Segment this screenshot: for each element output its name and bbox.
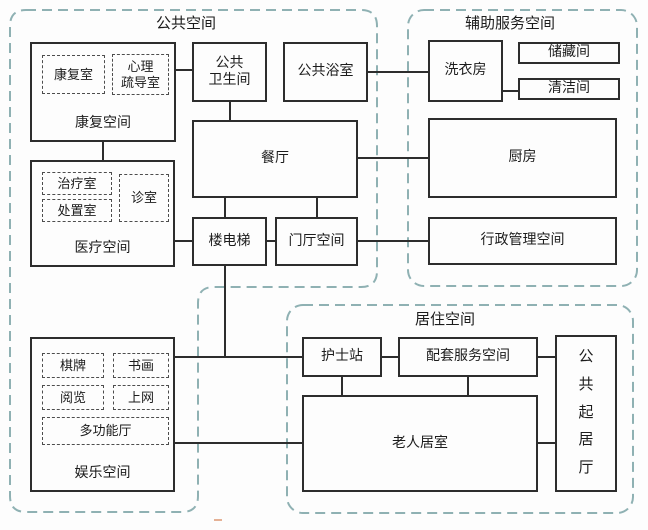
node-calligraphy-label: 书画 — [127, 357, 154, 373]
node-rehab-space: 康复室 心理疏导室 康复空间 — [30, 42, 176, 142]
node-entertainment-space: 棋牌 书画 阅览 上网 多功能厅 娱乐空间 — [30, 337, 175, 492]
node-cleaning: 清洁间 — [518, 78, 620, 100]
node-dining-hall: 餐厅 — [192, 120, 358, 198]
group-title-auxiliary: 辅助服务空间 — [464, 16, 555, 32]
node-entrance-hall-label: 门厅空间 — [288, 233, 345, 249]
node-admin-space: 行政管理空间 — [428, 217, 617, 265]
node-multifunction-hall: 多功能厅 — [42, 417, 169, 445]
node-multifunction-hall-label: 多功能厅 — [79, 423, 132, 439]
group-title-residential: 居住空间 — [414, 312, 475, 328]
node-stair-elevator: 楼电梯 — [192, 217, 267, 266]
node-reading-label: 阅览 — [59, 389, 86, 405]
node-medical-space: 治疗室 处置室 诊室 医疗空间 — [30, 160, 175, 267]
node-cleaning-label: 清洁间 — [548, 81, 590, 97]
node-dining-hall-label: 餐厅 — [261, 151, 289, 167]
node-reading: 阅览 — [42, 385, 104, 410]
node-chess-cards: 棋牌 — [42, 353, 104, 378]
node-treatment-room: 治疗室 — [42, 172, 112, 195]
node-internet: 上网 — [113, 385, 169, 410]
node-laundry-label: 洗衣房 — [444, 63, 487, 79]
node-storage: 储藏间 — [518, 42, 620, 64]
node-support-service-label: 配套服务空间 — [426, 349, 510, 365]
node-public-living-hall-label: 公共起居厅 — [578, 349, 594, 477]
node-elderly-room: 老人居室 — [302, 395, 538, 492]
node-stair-elevator-label: 楼电梯 — [208, 233, 251, 249]
node-medical-space-label: 医疗空间 — [74, 240, 131, 256]
node-kitchen: 厨房 — [428, 118, 617, 198]
node-treatment-room-label: 治疗室 — [57, 175, 97, 191]
node-internet-label: 上网 — [127, 389, 154, 405]
node-rehab-room: 康复室 — [42, 55, 105, 94]
node-public-bath-label: 公共浴室 — [297, 64, 354, 80]
node-entertainment-space-label: 娱乐空间 — [74, 465, 131, 481]
node-public-toilet: 公共卫生间 — [192, 42, 267, 102]
node-nurse-station: 护士站 — [302, 337, 382, 377]
node-disposal-room: 处置室 — [42, 199, 112, 222]
node-disposal-room-label: 处置室 — [57, 202, 97, 218]
node-rehab-space-label: 康复空间 — [75, 115, 131, 131]
node-rehab-room-label: 康复室 — [53, 66, 93, 82]
group-residential-outline — [286, 304, 634, 514]
node-psych-room-label: 心理疏导室 — [120, 58, 160, 90]
node-entrance-hall: 门厅空间 — [275, 217, 358, 266]
node-calligraphy: 书画 — [113, 353, 169, 378]
group-public-outline — [9, 9, 378, 513]
node-admin-space-label: 行政管理空间 — [480, 233, 565, 249]
node-elderly-room-label: 老人居室 — [392, 435, 448, 451]
node-public-toilet-label: 公共卫生间 — [208, 55, 251, 89]
group-auxiliary-outline — [407, 9, 638, 287]
node-storage-label: 储藏间 — [548, 45, 590, 61]
node-public-living-hall: 公共起居厅 — [555, 335, 617, 492]
node-psych-room: 心理疏导室 — [112, 54, 169, 95]
group-title-public: 公共空间 — [155, 16, 216, 32]
node-laundry: 洗衣房 — [428, 40, 503, 102]
node-clinic-room-label: 诊室 — [130, 190, 157, 206]
node-chess-cards-label: 棋牌 — [59, 357, 86, 373]
node-public-bath: 公共浴室 — [283, 42, 368, 102]
node-kitchen-label: 厨房 — [508, 150, 537, 166]
node-nurse-station-label: 护士站 — [321, 349, 363, 365]
node-clinic-room: 诊室 — [119, 174, 169, 222]
node-support-service: 配套服务空间 — [398, 337, 538, 377]
